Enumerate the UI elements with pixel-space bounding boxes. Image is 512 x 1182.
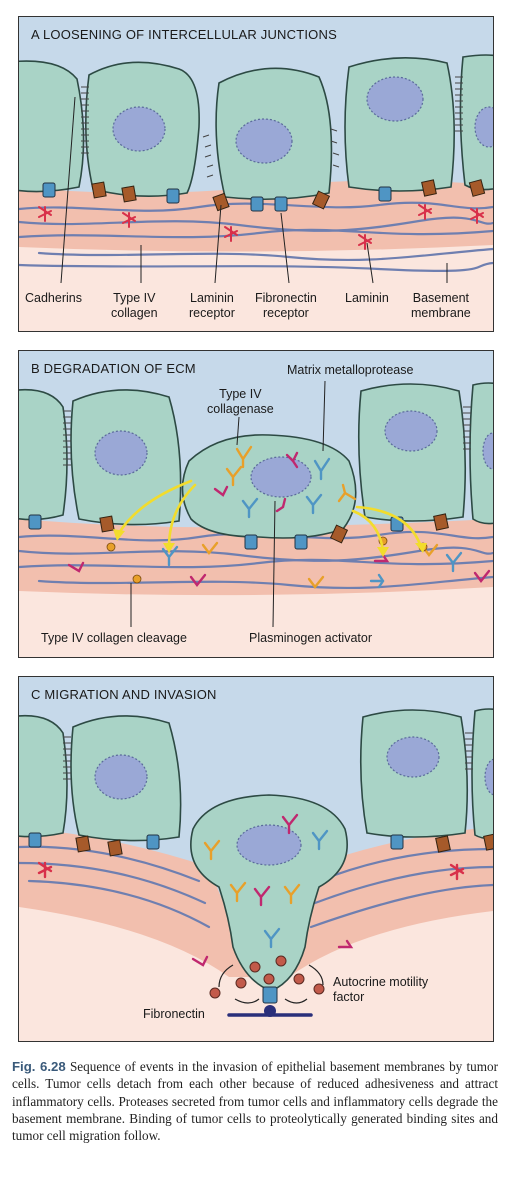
label-type-iv-collagen: Type IV collagen bbox=[111, 291, 158, 320]
label-cadherins: Cadherins bbox=[25, 291, 82, 305]
label-fibronectin-receptor: Fibronectin receptor bbox=[255, 291, 317, 320]
panel-c-illustration bbox=[19, 677, 493, 1041]
label-laminin: Laminin bbox=[345, 291, 389, 305]
label-basement-membrane: Basement membrane bbox=[411, 291, 471, 320]
panel-a: A LOOSENING OF INTERCELLULAR JUNCTIONS C… bbox=[18, 16, 494, 332]
caption-text: Sequence of events in the invasion of ep… bbox=[12, 1059, 498, 1144]
label-fibronectin: Fibronectin bbox=[143, 1007, 205, 1021]
panel-c: C MIGRATION AND INVASION Autocrine motil… bbox=[18, 676, 494, 1042]
label-type-iv-collagen-cleavage: Type IV collagen cleavage bbox=[41, 631, 187, 645]
panel-a-illustration bbox=[19, 17, 493, 331]
label-autocrine-motility-factor: Autocrine motility factor bbox=[333, 975, 429, 1004]
panel-b: B DEGRADATION OF ECM Type IV collagenase… bbox=[18, 350, 494, 658]
label-matrix-metalloprotease: Matrix metalloprotease bbox=[287, 363, 414, 377]
caption-fig-number: Fig. 6.28 bbox=[12, 1059, 66, 1074]
label-type-iv-collagenase: Type IV collagenase bbox=[207, 387, 274, 416]
label-plasminogen-activator: Plasminogen activator bbox=[249, 631, 372, 645]
panel-a-title: A LOOSENING OF INTERCELLULAR JUNCTIONS bbox=[31, 27, 337, 42]
figure-caption: Fig. 6.28 Sequence of events in the inva… bbox=[12, 1058, 498, 1144]
panel-b-title: B DEGRADATION OF ECM bbox=[31, 361, 196, 376]
panel-b-illustration bbox=[19, 351, 493, 657]
panel-c-title: C MIGRATION AND INVASION bbox=[31, 687, 217, 702]
label-laminin-receptor: Laminin receptor bbox=[189, 291, 235, 320]
